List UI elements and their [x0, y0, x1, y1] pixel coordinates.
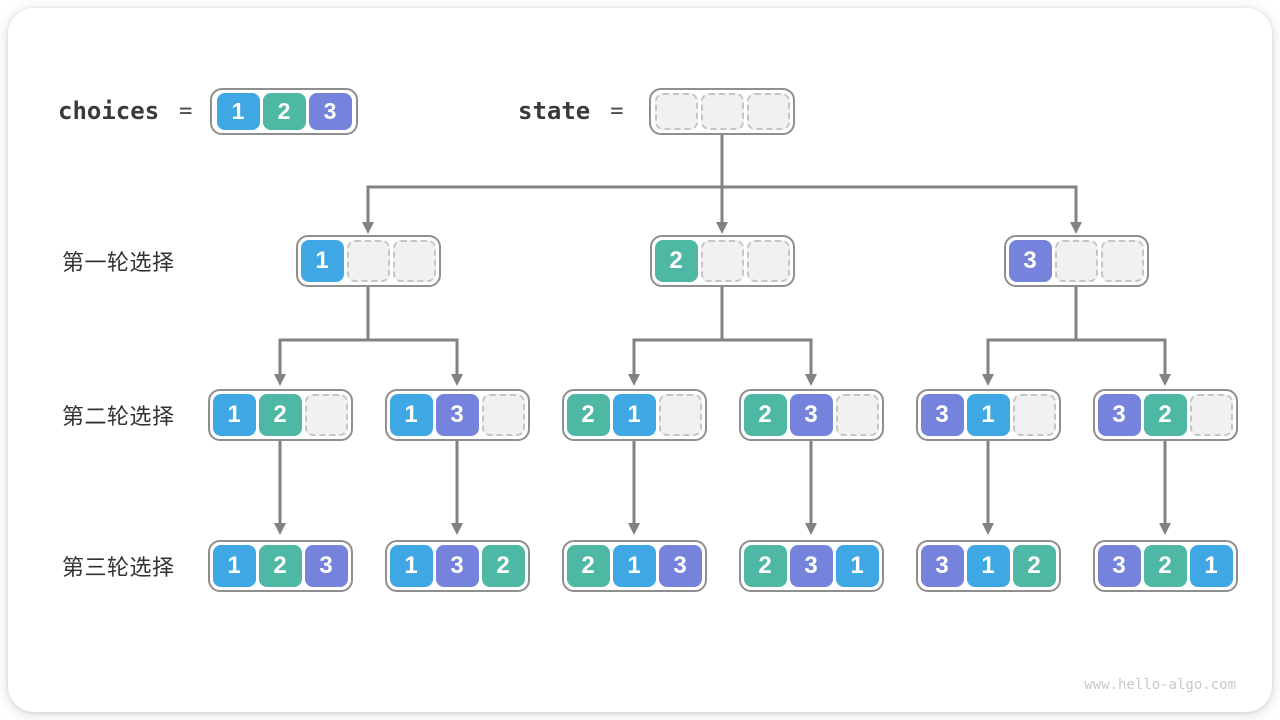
value-cell: 3: [1097, 394, 1141, 436]
state-array: [649, 88, 795, 135]
empty-slot: [1100, 240, 1144, 282]
row-label-round-2: 第二轮选择: [62, 404, 175, 429]
value-cell: 1: [212, 394, 256, 436]
value-cell: 2: [258, 545, 302, 587]
state-node-r1-1: 1: [295, 235, 441, 287]
row-label-round-1: 第一轮选择: [62, 250, 175, 275]
state-node-r1-2: 2: [649, 235, 795, 287]
value-cell: 2: [743, 545, 787, 587]
value-cell: 3: [658, 545, 702, 587]
row-label-round-3: 第三轮选择: [62, 555, 175, 580]
value-cell: 3: [435, 394, 479, 436]
value-cell: 2: [258, 394, 302, 436]
value-cell: 1: [389, 394, 433, 436]
value-cell: 2: [1143, 394, 1187, 436]
value-cell: 3: [920, 394, 964, 436]
state-equals-sign: =: [610, 98, 624, 124]
value-cell: 1: [1189, 545, 1233, 587]
value-cell: 2: [566, 394, 610, 436]
watermark: www.hello-algo.com: [1084, 677, 1236, 693]
value-cell: 1: [212, 545, 256, 587]
value-cell: 1: [966, 545, 1010, 587]
value-cell: 3: [920, 545, 964, 587]
choices-equals-sign: =: [179, 98, 193, 124]
empty-slot: [658, 394, 702, 436]
value-cell: 1: [300, 240, 344, 282]
empty-slot: [654, 93, 698, 130]
value-cell: 1: [835, 545, 879, 587]
value-cell: 3: [435, 545, 479, 587]
value-cell: 2: [743, 394, 787, 436]
value-cell: 1: [216, 93, 260, 130]
empty-slot: [746, 240, 790, 282]
value-cell: 2: [654, 240, 698, 282]
empty-slot: [392, 240, 436, 282]
value-cell: 1: [966, 394, 1010, 436]
value-cell: 1: [612, 545, 656, 587]
value-cell: 2: [262, 93, 306, 130]
value-cell: 2: [1012, 545, 1056, 587]
value-cell: 3: [789, 394, 833, 436]
empty-slot: [746, 93, 790, 130]
empty-slot: [481, 394, 525, 436]
value-cell: 1: [612, 394, 656, 436]
state-keyword: state: [518, 97, 591, 125]
empty-slot: [1054, 240, 1098, 282]
state-node-r1-3: 3: [1003, 235, 1149, 287]
empty-slot: [700, 240, 744, 282]
empty-slot: [346, 240, 390, 282]
value-cell: 2: [566, 545, 610, 587]
empty-slot: [304, 394, 348, 436]
value-cell: 3: [1097, 545, 1141, 587]
value-cell: 2: [1143, 545, 1187, 587]
empty-slot: [1189, 394, 1233, 436]
choices-legend: choices =: [58, 87, 192, 135]
state-legend: state =: [518, 87, 624, 135]
value-cell: 3: [1008, 240, 1052, 282]
choices-keyword: choices: [58, 97, 160, 125]
empty-slot: [1012, 394, 1056, 436]
empty-slot: [835, 394, 879, 436]
value-cell: 1: [389, 545, 433, 587]
value-cell: 3: [308, 93, 352, 130]
value-cell: 3: [304, 545, 348, 587]
value-cell: 3: [789, 545, 833, 587]
empty-slot: [700, 93, 744, 130]
card-background: [8, 8, 1272, 712]
value-cell: 2: [481, 545, 525, 587]
